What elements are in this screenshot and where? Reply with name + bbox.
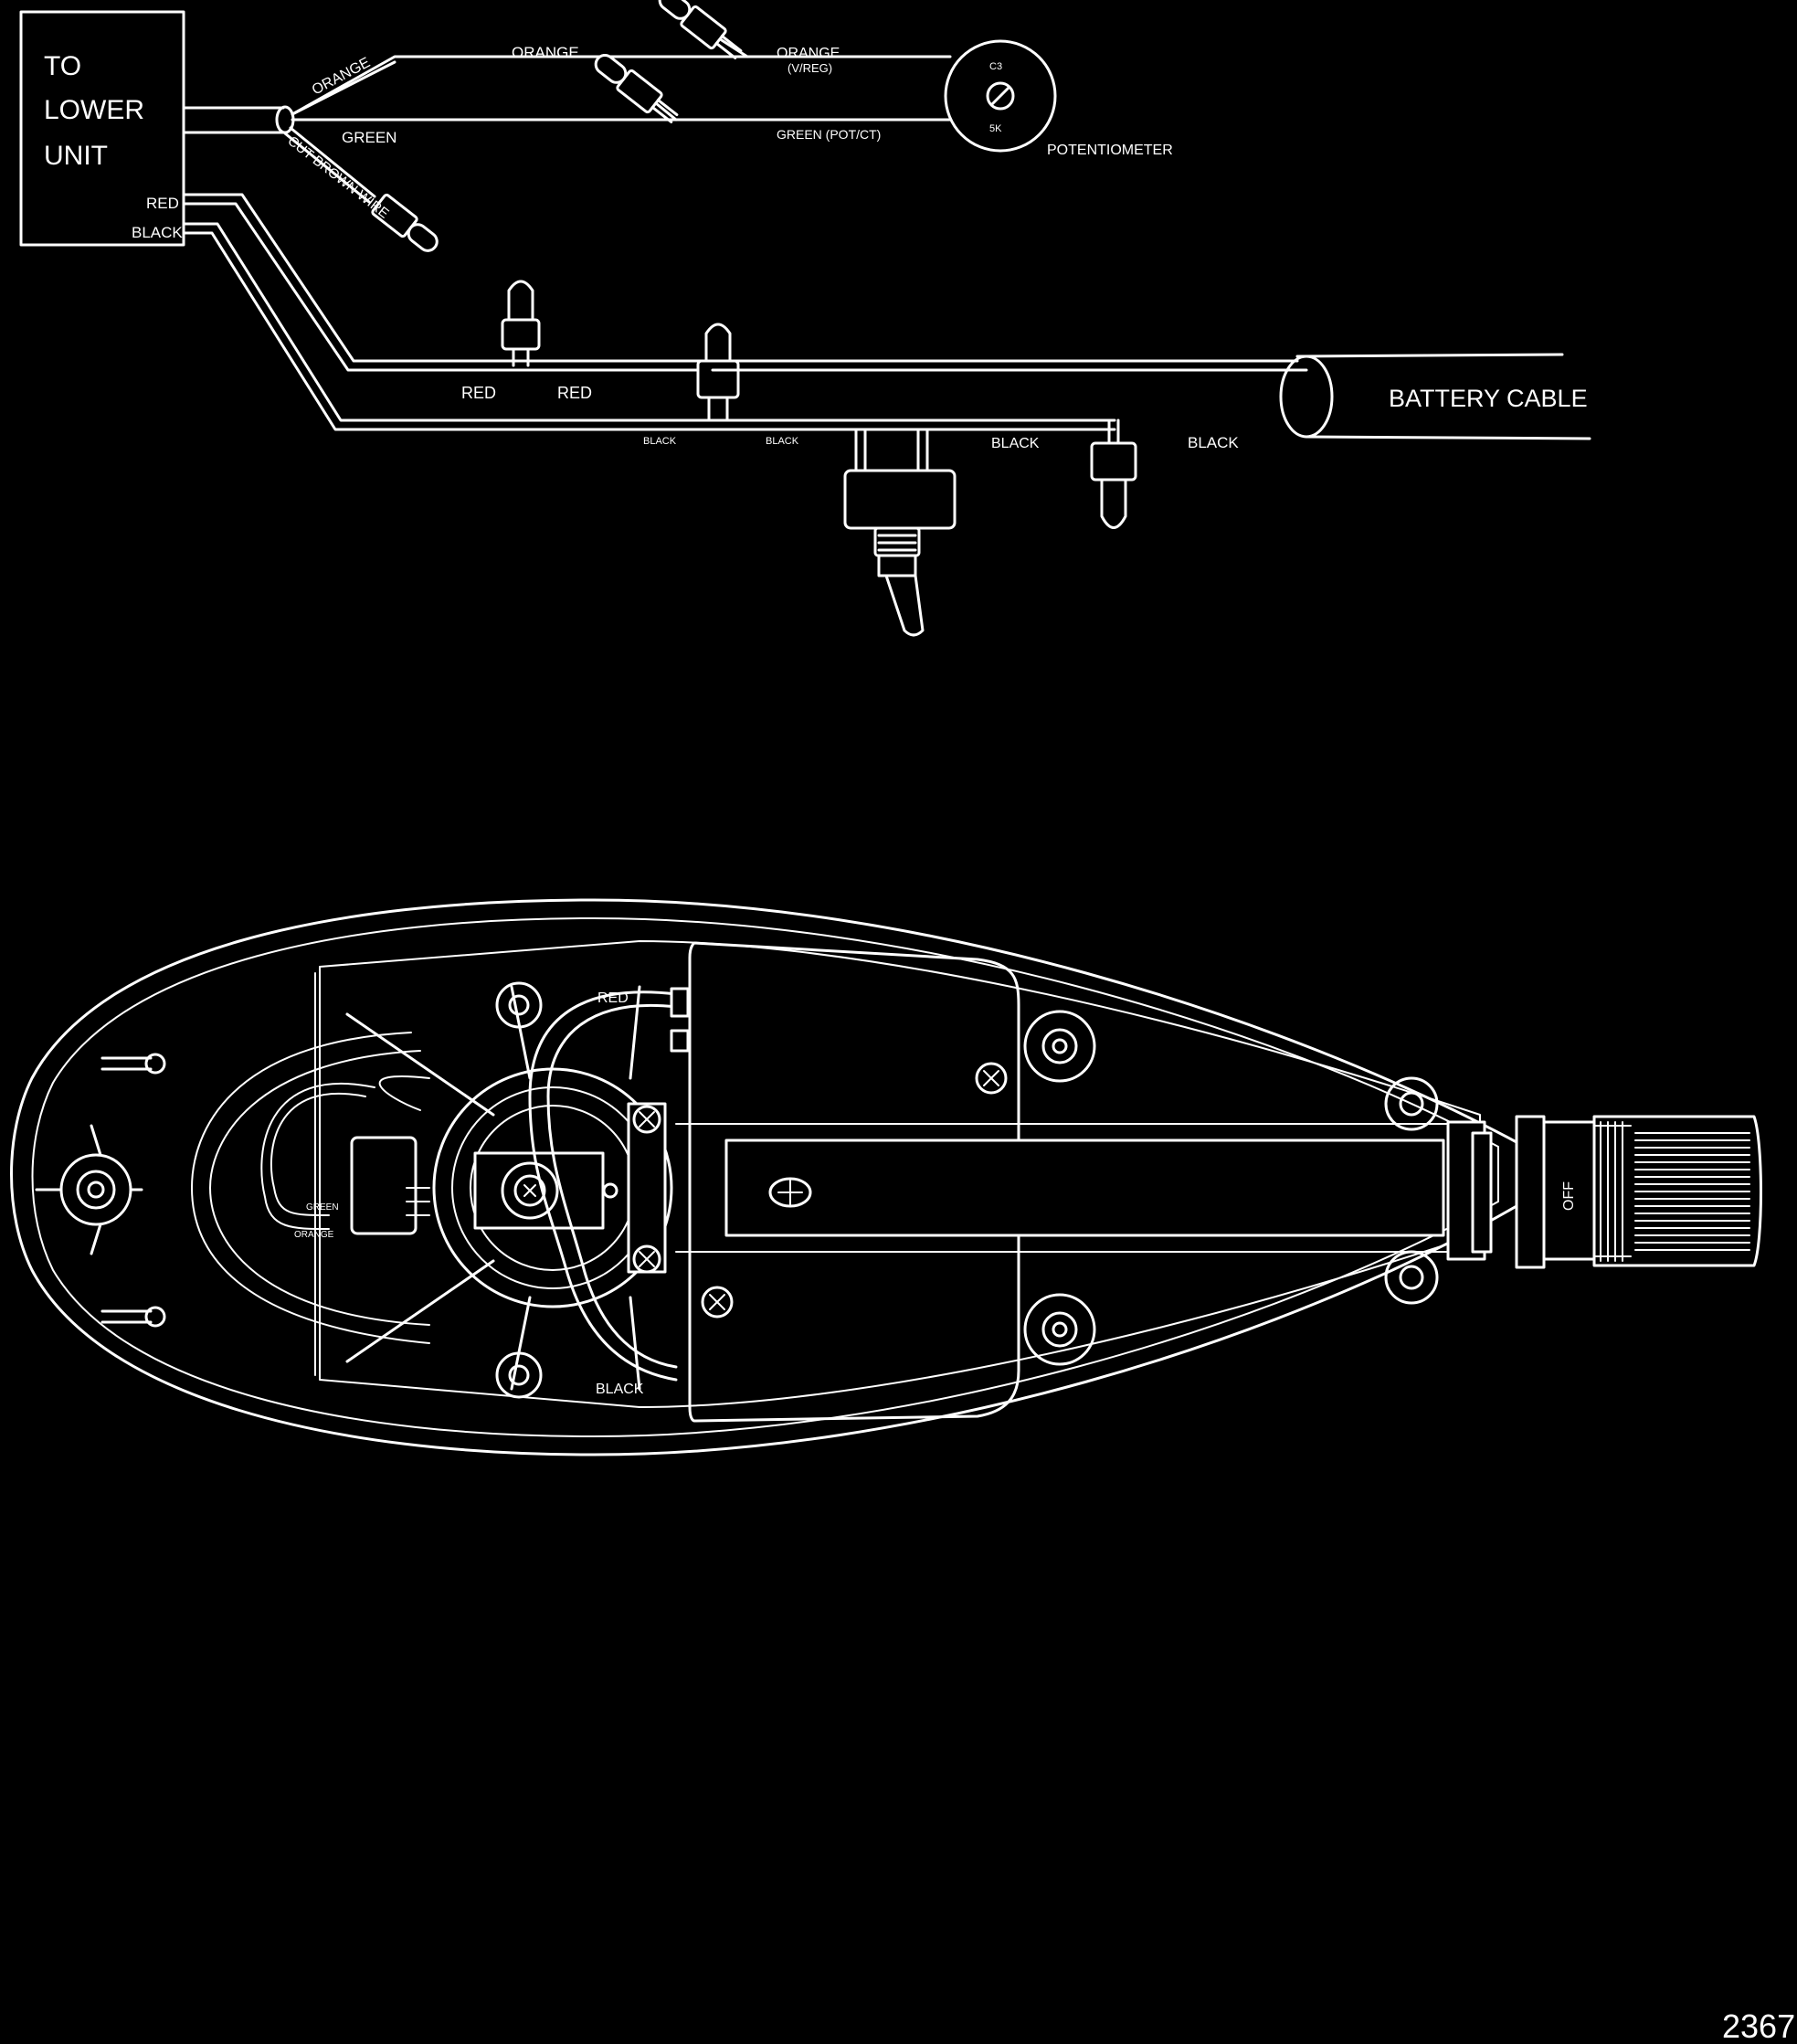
- motor-screw-upper: [495, 981, 543, 1029]
- clamp-bracket: [627, 1102, 667, 1274]
- black-wire: [182, 222, 1116, 431]
- black-label-c: BLACK: [991, 436, 1040, 451]
- boss-upper-rear: [1384, 1076, 1439, 1131]
- left-screw-boss: [35, 1124, 143, 1255]
- orange-wire-connector: [658, 0, 743, 59]
- assembly-potentiometer: [350, 1136, 430, 1235]
- green-label-right: GREEN (POT/CT): [777, 127, 881, 142]
- twist-grip: [1592, 1115, 1762, 1267]
- lower-unit-box: TO LOWER UNIT RED BLACK: [19, 10, 185, 247]
- potentiometer-bottom-mark: 5K: [989, 123, 1002, 134]
- toggle-switch: [843, 428, 957, 637]
- head-assembly: GREEN ORANGE: [10, 898, 1762, 1456]
- red-wire: RED RED: [182, 193, 714, 402]
- box-red-label: RED: [146, 195, 179, 212]
- green-wire-connector: [594, 53, 679, 123]
- potentiometer-top-mark: C3: [989, 61, 1002, 72]
- off-label: OFF: [1561, 1181, 1577, 1211]
- tiller-tube: [675, 1123, 1463, 1253]
- cover-screw-lower: [701, 1286, 734, 1319]
- box-black-label: BLACK: [132, 224, 183, 241]
- battery-cable-label: BATTERY CABLE: [1389, 385, 1588, 412]
- red-label-a: RED: [461, 384, 496, 402]
- cut-brown-wire: CUT BROWN WIRE: [283, 126, 439, 252]
- orange-label-left: ORANGE: [310, 55, 373, 99]
- orange-label-right: ORANGE: [777, 46, 840, 61]
- shaft-block: [473, 1151, 618, 1230]
- red-wire-connector-b: [696, 323, 740, 422]
- red-wire-connector-a: [501, 280, 541, 367]
- green-wire: GREEN GREEN (POT/CT): [291, 101, 952, 146]
- boss-lower-right: [1023, 1293, 1096, 1366]
- keyhole-slot-upper: [100, 1053, 166, 1075]
- assembly-red-label: RED: [597, 990, 629, 1006]
- red-label-b: RED: [557, 384, 592, 402]
- boss-upper-right: [1023, 1010, 1096, 1083]
- lower-unit-label-line2: LOWER: [44, 95, 144, 125]
- black-label-d: BLACK: [1188, 434, 1239, 451]
- signal-cable: [182, 105, 295, 134]
- potentiometer-label: POTENTIOMETER: [1047, 143, 1173, 158]
- black-wire-connector: [1090, 418, 1137, 529]
- assembly-black-label: BLACK: [596, 1382, 644, 1397]
- black-label-a: BLACK: [643, 436, 677, 447]
- boss-lower-rear: [1384, 1250, 1439, 1305]
- battery-cable: BATTERY CABLE: [711, 353, 1591, 440]
- rear-collar: OFF: [1446, 1115, 1596, 1269]
- cover-screw-upper: [975, 1062, 1008, 1095]
- motor-screw-lower: [495, 1351, 543, 1399]
- orange-label-mid: ORANGE: [512, 44, 579, 61]
- wiring-schematic: TO LOWER UNIT RED BLACK ORANGE ORANGE OR…: [19, 0, 1591, 637]
- green-label-left: GREEN: [342, 129, 396, 146]
- lower-unit-label-line3: UNIT: [44, 141, 108, 171]
- potentiometer: C3 5K POTENTIOMETER: [944, 39, 1173, 158]
- lower-unit-label-line1: TO: [44, 51, 81, 81]
- assembly-orange-label: ORANGE: [294, 1230, 334, 1240]
- black-label-b: BLACK: [766, 436, 799, 447]
- motor-mount: [345, 985, 673, 1391]
- orange-label-right-sub: (V/REG): [788, 61, 832, 75]
- cut-brown-wire-label: CUT BROWN WIRE: [285, 133, 392, 222]
- figure-number: 2367: [1722, 2007, 1795, 2044]
- assembly-green-label: GREEN: [306, 1202, 339, 1213]
- keyhole-slot-lower: [100, 1306, 166, 1328]
